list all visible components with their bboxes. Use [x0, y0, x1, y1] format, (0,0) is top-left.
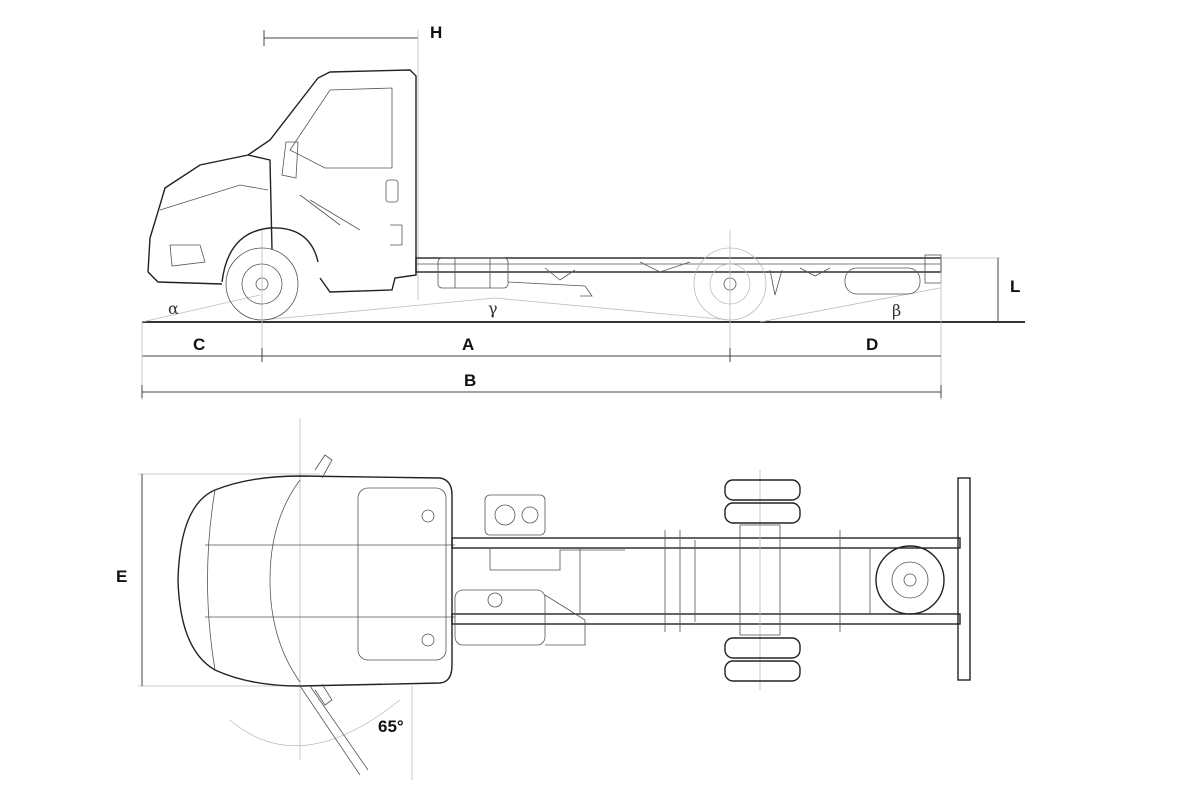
height-dimension-line	[263, 30, 419, 300]
approach-angle-label: α	[168, 299, 179, 318]
dimension-label-d: D	[866, 335, 878, 354]
rear-axle-top	[679, 470, 801, 690]
ramp-angle-label: γ	[488, 299, 498, 318]
chassis-frame-top	[451, 530, 961, 632]
dimension-label-b: B	[464, 371, 476, 390]
top-view: E 65°	[116, 418, 971, 780]
side-view: H	[141, 23, 1025, 400]
steering-angle-label: 65°	[378, 717, 404, 736]
chassis-frame-side	[415, 254, 942, 297]
departure-angle-label: β	[892, 301, 901, 320]
length-l-dimension	[940, 257, 1000, 400]
rear-crossmember	[957, 477, 971, 681]
front-wheel-side	[225, 230, 299, 360]
steering-angle-indicator	[229, 685, 413, 780]
dimension-label-e: E	[116, 567, 127, 586]
dimension-label-c: C	[193, 335, 205, 354]
dimension-label-h: H	[430, 23, 442, 42]
width-dimension-line	[138, 473, 320, 687]
cab-top	[177, 454, 455, 706]
dimension-label-l: L	[1010, 277, 1020, 296]
spare-wheel-top	[875, 545, 945, 615]
cab-side	[147, 69, 417, 293]
rear-wheel-side	[693, 230, 767, 360]
dimension-label-a: A	[462, 335, 474, 354]
engine-components-top	[454, 494, 625, 646]
overall-length-dimension-row	[141, 385, 942, 398]
